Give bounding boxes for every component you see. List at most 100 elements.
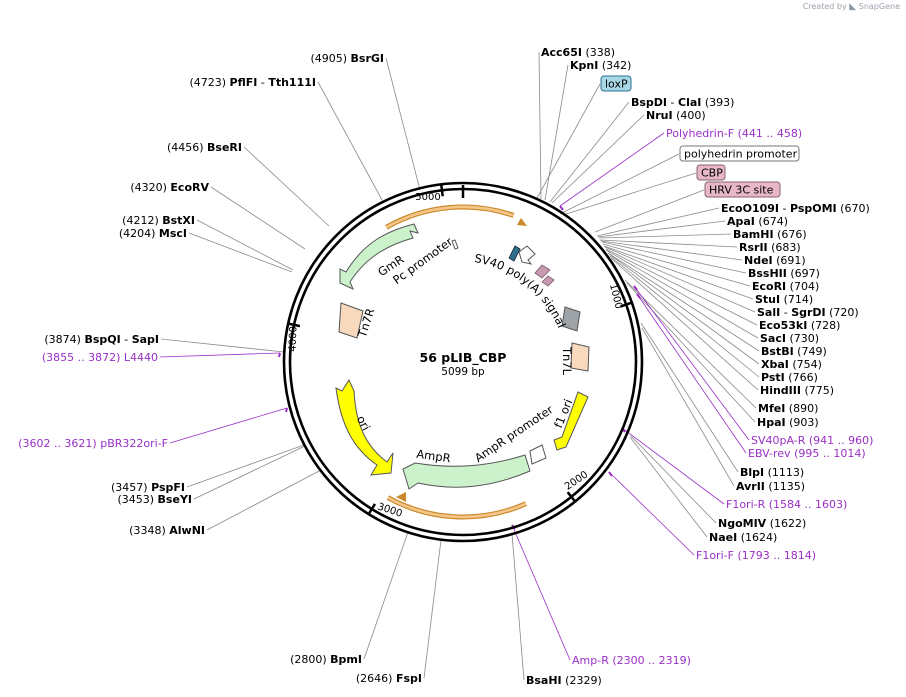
site-alwni: (3348) AlwNI: [129, 524, 205, 537]
site-line-bsshii: [601, 241, 747, 274]
site-apai: ApaI (674): [727, 215, 788, 228]
site-text-pspfi: (3457) PspFI: [111, 481, 185, 494]
site-text-bpmi: (2800) BpmI: [290, 653, 362, 666]
site-text-bseyi: (3453) BseYI: [117, 493, 192, 506]
site-text-acc65i: Acc65I (338): [541, 46, 615, 59]
primer-name-f1ori-f: F1ori-F: [696, 549, 734, 562]
site-name-apai: ApaI: [727, 215, 755, 228]
site-name-bspdi: BspDI: [631, 96, 667, 109]
site-pos-hindiii: (775): [804, 384, 834, 397]
primer-mark-polyhedrin-f: [559, 205, 564, 211]
site-text-psti: PstI (766): [761, 371, 818, 384]
box-label-polyhedrin-promoter: polyhedrin promoter: [684, 148, 798, 161]
site-pos-ecori: (704): [790, 280, 820, 293]
primer-f1ori-r: F1ori-R (1584 .. 1603): [726, 498, 847, 511]
feature-label-tn7l: Tn7L: [560, 346, 574, 376]
site-name-bsshii: BssHII: [748, 267, 787, 280]
site-pos-eco53ki: (728): [811, 319, 841, 332]
primer-ebv-rev: EBV-rev (995 .. 1014): [748, 447, 866, 460]
site-blpi: BlpI (1113): [740, 466, 804, 479]
site-ecori: EcoRI (704): [752, 280, 819, 293]
primer-labels: Polyhedrin-F (441 .. 458)SV40pA-R (941 .…: [18, 127, 873, 667]
site-bspdi: BspDI - ClaI (393): [631, 96, 734, 109]
site-line-eco53ki: [605, 248, 758, 326]
site-bstxi: (4212) BstXI: [122, 214, 195, 227]
orf-arrow-top-fill: [385, 205, 515, 229]
site-pos-alwni: (3348): [129, 524, 166, 537]
feature-polyhedrin-mark: [561, 306, 581, 332]
primer-mark-l4440: [278, 352, 281, 358]
feature-f1-ori: [553, 391, 589, 451]
site-name-kpni: KpnI: [570, 59, 598, 72]
site-ndei: NdeI (691): [744, 254, 806, 267]
site-pos-stui: (714): [784, 293, 814, 306]
primer-name-polyhedrin-f: Polyhedrin-F: [666, 127, 734, 140]
feature-loxp-mark: [508, 245, 521, 262]
site-pos-saci: (730): [789, 332, 819, 345]
site-line-bsrgi: [385, 57, 421, 191]
site-bseyi: (3453) BseYI: [117, 493, 192, 506]
site-line-bstxi: [196, 219, 294, 271]
site-name-bsrgi: BsrGI: [351, 52, 384, 65]
site-pos-rsrii: (683): [771, 241, 801, 254]
plasmid-length: 5099 bp: [441, 366, 485, 378]
site-name-xbai: XbaI: [761, 358, 789, 371]
site-line-xbai: [608, 253, 760, 365]
orf-arrowhead-bottom: [396, 492, 406, 502]
site-name-alwni: AlwNI: [169, 524, 205, 537]
site-line-naei: [629, 436, 708, 538]
site-text-stui: StuI (714): [755, 293, 813, 306]
box-label-cbp: CBP: [701, 167, 723, 180]
site-pos-bpmi: (2800): [290, 653, 327, 666]
site-text-avrii: AvrII (1135): [736, 480, 805, 493]
site-pos-ndei: (691): [776, 254, 806, 267]
site-bsahi: BsaHI (2329): [526, 674, 602, 687]
ruler-label-5000: 5000: [415, 192, 440, 203]
snapgene-logo-icon: ◣: [849, 2, 857, 12]
box-label-hrv-3c-site: HRV 3C site: [709, 184, 774, 197]
primer-name-ebv-rev: EBV-rev: [748, 447, 791, 460]
site-pos-bsrgi: (4905): [310, 52, 347, 65]
site-stui: StuI (714): [755, 293, 813, 306]
site-line-mfei: [624, 279, 757, 409]
site-rsrii: RsrII (683): [739, 241, 801, 254]
site-line-apai: [597, 220, 726, 238]
site-text-saci: SacI (730): [760, 332, 819, 345]
site-text-kpni: KpnI (342): [570, 59, 631, 72]
site-pos-kpni: (342): [602, 59, 632, 72]
site-hindiii: HindIII (775): [760, 384, 834, 397]
primer-range-pbr322ori-f: (3602 .. 3621): [18, 437, 97, 450]
site-name-bseyi: BseYI: [158, 493, 192, 506]
primer-mark-f1ori-f: [608, 471, 613, 477]
plasmid-name: 56 pLIB_CBP: [420, 350, 507, 366]
site-line-bseri: [243, 146, 330, 227]
feature-sv40-poly-a-signal: [518, 245, 536, 265]
center-title: 56 pLIB_CBP 5099 bp: [420, 350, 507, 378]
site-text-ecori: EcoRI (704): [752, 280, 819, 293]
site-acc65i: Acc65I (338): [541, 46, 615, 59]
box-line-polyhedrin: [559, 153, 680, 215]
site-pos-ecoo109i: (670): [840, 202, 870, 215]
site-ecorv: (4320) EcoRV: [130, 181, 209, 194]
site-name2-pflfi: Tth111I: [268, 76, 316, 89]
site-line-saci: [605, 249, 759, 339]
site-bpmi: (2800) BpmI: [290, 653, 362, 666]
primer-line-ebv-rev: [636, 293, 747, 454]
site-name-ngomiv: NgoMIV: [718, 517, 767, 530]
site-line-hindiii: [610, 257, 759, 391]
site-line-bseyi: [193, 445, 306, 500]
site-line-pspfi: [186, 444, 305, 488]
site-line-blpi: [640, 322, 739, 473]
site-line-pflfi: [317, 81, 383, 201]
site-name-fspi: FspI: [396, 672, 422, 685]
site-text-blpi: BlpI (1113): [740, 466, 804, 479]
primer-line-amp-r: [511, 524, 571, 661]
site-pos-bspqi: (3874): [44, 333, 81, 346]
ruler-tick-2000: [566, 491, 577, 503]
feature-tn7l: [570, 342, 590, 372]
site-name-pflfi: PflFI: [230, 76, 258, 89]
site-bseri: (4456) BseRI: [167, 141, 242, 154]
primer-range-f1ori-f: (1793 .. 1814): [737, 549, 816, 562]
site-dash: -: [667, 96, 678, 109]
site-line-ecorv: [210, 186, 306, 250]
